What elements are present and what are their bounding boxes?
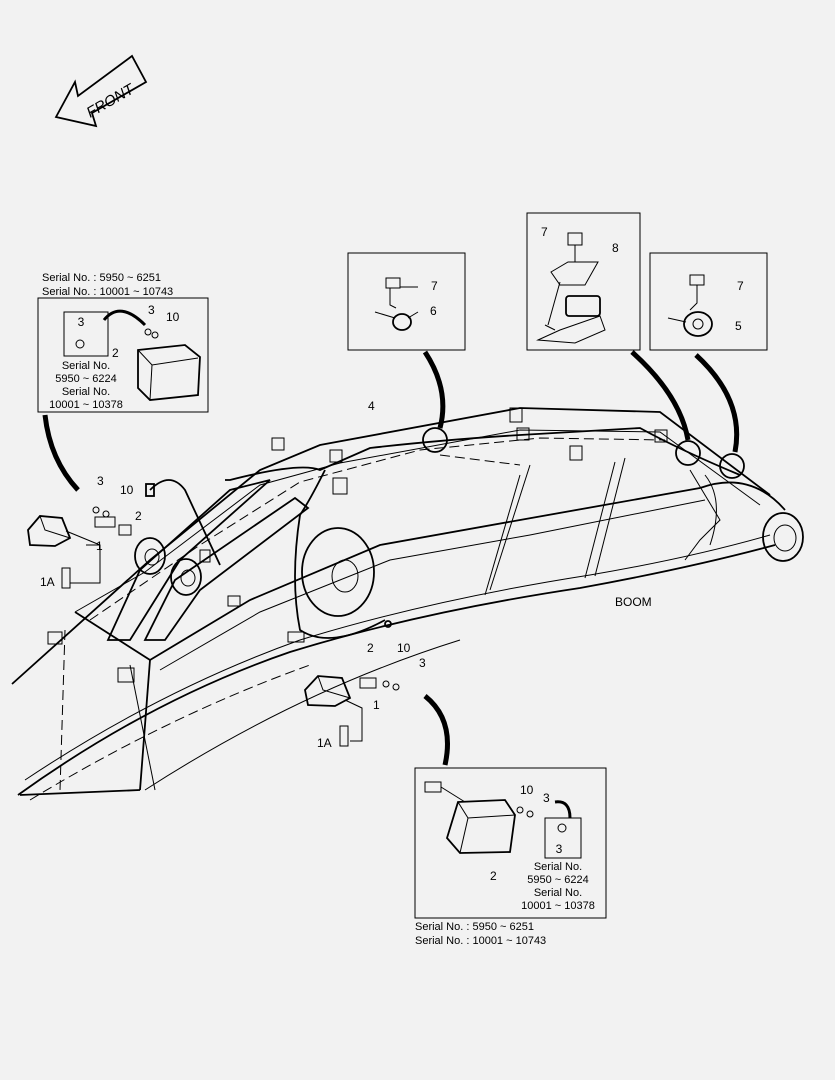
inset-tl-box-serial-3: Serial No. [62, 386, 110, 398]
inset-br-box-serial-2: 5950 ~ 6224 [527, 874, 588, 886]
inset-br-callout-2: 2 [490, 869, 497, 883]
inset-mid-callout-6: 6 [430, 304, 437, 318]
inset-tl-box-serial-2: 5950 ~ 6224 [55, 373, 116, 385]
callout-2-bottom: 2 [367, 641, 374, 655]
front-arrow: FRONT [54, 54, 148, 128]
callout-3-bottom: 3 [419, 656, 426, 670]
callout-10-top: 10 [120, 483, 134, 497]
inset-tl-serial-2: Serial No. : 10001 ~ 10743 [42, 286, 173, 298]
boom-label: BOOM [615, 595, 652, 609]
inset-right [649, 252, 768, 351]
inset-tall-callout-8: 8 [612, 241, 619, 255]
inset-br-box-serial-4: 10001 ~ 10378 [521, 900, 595, 912]
callout-3-top: 3 [97, 474, 104, 488]
callout-2-top: 2 [135, 509, 142, 523]
inset-tl-serial-1: Serial No. : 5950 ~ 6251 [42, 272, 161, 284]
zoom-markers [42, 350, 745, 766]
inset-br-box-serial-3: Serial No. [534, 887, 582, 899]
inset-right-callout-7: 7 [737, 279, 744, 293]
work-lamp-bottom [287, 631, 400, 747]
wire-harness [145, 427, 741, 639]
callout-1a-bottom: 1A [317, 736, 332, 750]
inset-tl-callout-3: 3 [148, 303, 155, 317]
callout-1-top: 1 [96, 539, 103, 553]
inset-br-box-label: 3 [556, 842, 563, 856]
inset-tall-callout-7: 7 [541, 225, 548, 239]
inset-tl-box-serial-4: 10001 ~ 10378 [49, 399, 123, 411]
callout-1-bottom: 1 [373, 698, 380, 712]
inset-mid [347, 252, 466, 351]
inset-br-callout-10: 10 [520, 783, 534, 797]
inset-top-left [37, 297, 209, 413]
inset-br-serial-2: Serial No. : 10001 ~ 10743 [415, 935, 546, 947]
callout-1a-top: 1A [40, 575, 55, 589]
callout-10-bottom: 10 [397, 641, 411, 655]
inset-tl-box-label: 3 [78, 315, 85, 329]
inset-bottom-right [414, 767, 607, 919]
inset-tl-box-serial-1: Serial No. [62, 360, 110, 372]
work-lamp-top [27, 506, 132, 589]
inset-tl-callout-2: 2 [112, 346, 119, 360]
inset-tall [526, 212, 641, 351]
inset-tl-callout-10: 10 [166, 310, 180, 324]
boom-structure [11, 407, 804, 801]
labels: Serial No. : 5950 ~ 6251 Serial No. : 10… [40, 225, 744, 947]
inset-right-callout-5: 5 [735, 319, 742, 333]
inset-br-box-serial-1: Serial No. [534, 861, 582, 873]
inset-br-serial-1: Serial No. : 5950 ~ 6251 [415, 921, 534, 933]
inset-br-callout-3: 3 [543, 791, 550, 805]
callout-4: 4 [368, 399, 375, 413]
inset-mid-callout-7: 7 [431, 279, 438, 293]
